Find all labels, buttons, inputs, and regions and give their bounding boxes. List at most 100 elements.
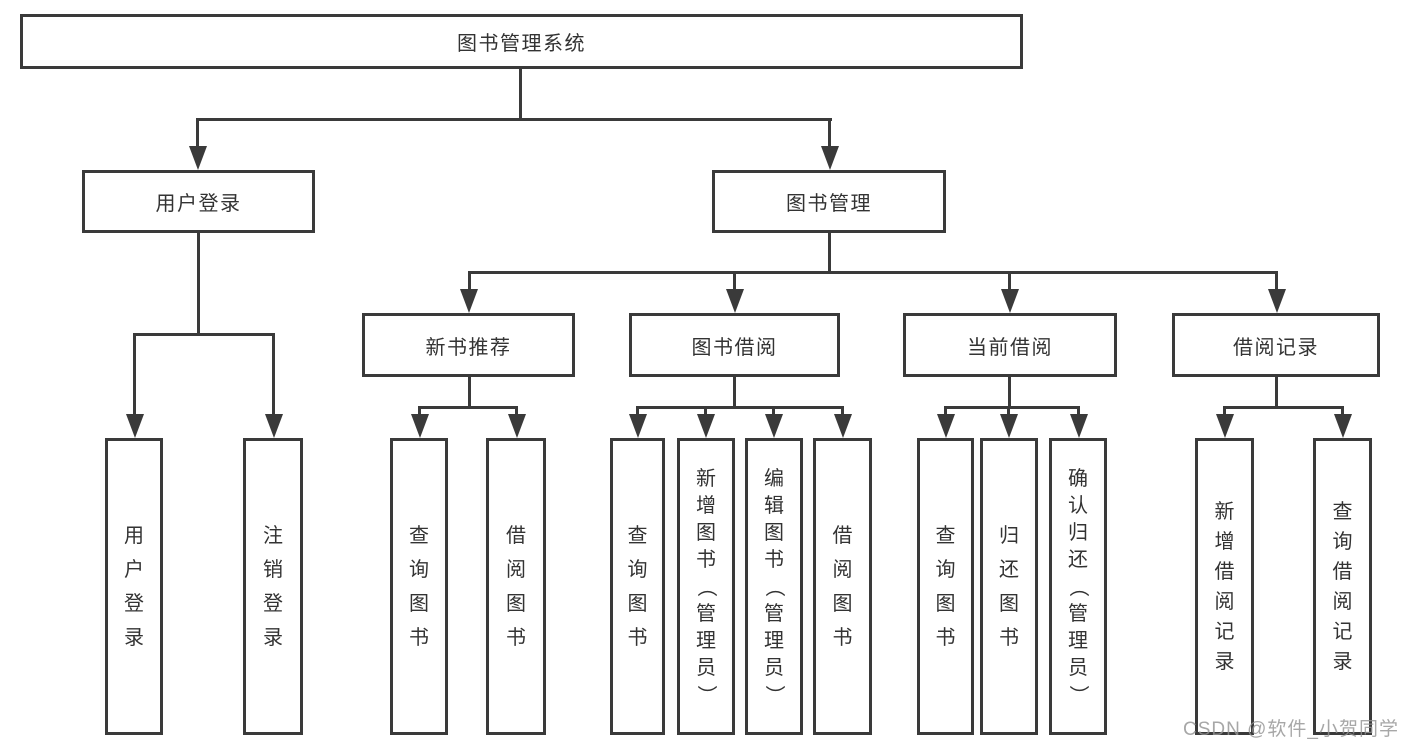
leaf-bb-add-books: 新增图书（管理员） [677, 438, 735, 735]
leaf-char: 还 [999, 558, 1019, 581]
arrow-down-icon [765, 414, 783, 438]
node-new-book-recommend-label: 新书推荐 [425, 336, 512, 359]
leaf-char: 书 [696, 548, 716, 571]
leaf-nb-query-books: 查询图书 [390, 438, 448, 735]
connector-line [468, 271, 471, 291]
leaf-br-add-record: 新增借阅记录 [1195, 438, 1254, 735]
connector-line [418, 406, 518, 409]
connector-line [733, 271, 736, 291]
leaf-char: 书 [764, 548, 784, 571]
leaf-char: 查 [935, 524, 956, 547]
leaf-char: 新 [1214, 500, 1235, 523]
leaf-char: ） [695, 684, 717, 705]
connector-line [1223, 406, 1344, 409]
connector-line [841, 406, 844, 416]
connector-line [418, 406, 421, 416]
leaf-char: 图 [696, 521, 716, 544]
leaf-char: 书 [935, 626, 956, 649]
leaf-char: 确 [1068, 467, 1088, 490]
leaf-char: 借 [832, 524, 853, 547]
leaf-char: 管 [764, 602, 784, 625]
arrow-down-icon [411, 414, 429, 438]
node-current-borrowing: 当前借阅 [903, 313, 1117, 377]
arrow-down-icon [821, 146, 839, 170]
leaf-cb-return-books: 归还图书 [980, 438, 1038, 735]
node-current-borrowing-label: 当前借阅 [967, 336, 1053, 359]
connector-line [828, 233, 831, 271]
connector-line [636, 406, 639, 416]
leaf-char: 还 [1068, 548, 1088, 571]
node-user-login: 用户登录 [82, 170, 315, 233]
leaf-char: 阅 [832, 558, 853, 581]
leaf-bb-query-books: 查询图书 [610, 438, 665, 735]
leaf-char: （ [763, 576, 785, 597]
leaf-char: 员 [696, 656, 716, 679]
node-root: 图书管理系统 [20, 14, 1023, 69]
node-book-borrowing: 图书借阅 [629, 313, 840, 377]
connector-line [272, 333, 275, 416]
leaf-char: 图 [832, 592, 853, 615]
node-book-borrowing-label: 图书借阅 [691, 336, 778, 359]
leaf-char: 理 [1068, 629, 1088, 652]
arrow-down-icon [697, 414, 715, 438]
arrow-down-icon [460, 289, 478, 313]
connector-line [828, 118, 831, 148]
leaf-bb-borrow-books: 借阅图书 [813, 438, 872, 735]
connector-line [468, 271, 1278, 274]
leaf-char: 阅 [1332, 590, 1353, 613]
connector-line [704, 406, 707, 416]
connector-line [519, 69, 522, 118]
arrow-down-icon [937, 414, 955, 438]
leaf-char: 书 [409, 626, 429, 649]
leaf-user-login-action: 用户登录 [105, 438, 163, 735]
leaf-char: 询 [409, 558, 429, 581]
leaf-char: 录 [263, 626, 283, 649]
leaf-char: 录 [124, 626, 144, 649]
leaf-char: 借 [1332, 560, 1353, 583]
arrow-down-icon [189, 146, 207, 170]
leaf-char: 记 [1214, 620, 1235, 643]
connector-line [1275, 377, 1278, 406]
arrow-down-icon [126, 414, 144, 438]
leaf-char: 增 [1214, 530, 1235, 553]
connector-line [515, 406, 518, 416]
leaf-char: 增 [696, 494, 716, 517]
connector-line [1341, 406, 1344, 416]
node-new-book-recommend: 新书推荐 [362, 313, 575, 377]
leaf-char: 员 [1068, 656, 1088, 679]
node-borrowing-records: 借阅记录 [1172, 313, 1380, 377]
leaf-char: 图 [999, 592, 1019, 615]
arrow-down-icon [834, 414, 852, 438]
connector-line [636, 406, 844, 409]
arrow-down-icon [629, 414, 647, 438]
leaf-char: ） [1067, 684, 1089, 705]
leaf-char: 辑 [764, 494, 784, 517]
leaf-char: 录 [1332, 650, 1353, 673]
node-root-label: 图书管理系统 [457, 33, 586, 55]
leaf-char: 管 [1068, 602, 1088, 625]
arrow-down-icon [1000, 414, 1018, 438]
leaf-char: 查 [1332, 500, 1353, 523]
leaf-cb-query-books: 查询图书 [917, 438, 974, 735]
leaf-char: 记 [1332, 620, 1353, 643]
leaf-char: 录 [1214, 650, 1235, 673]
leaf-char: 查 [627, 524, 648, 547]
leaf-char: 查 [409, 524, 429, 547]
leaf-cb-confirm-return: 确认归还（管理员） [1049, 438, 1107, 735]
connector-line [944, 406, 1080, 409]
connector-line [1077, 406, 1080, 416]
connector-line [1008, 271, 1011, 291]
arrow-down-icon [1216, 414, 1234, 438]
arrow-down-icon [1070, 414, 1088, 438]
leaf-char: 图 [506, 592, 526, 615]
connector-line [733, 377, 736, 406]
connector-line [1275, 271, 1278, 291]
leaf-char: （ [1067, 576, 1089, 597]
leaf-char: 询 [1332, 530, 1353, 553]
connector-line [468, 377, 471, 406]
connector-line [196, 118, 199, 148]
leaf-char: 借 [1214, 560, 1235, 583]
leaf-char: 理 [764, 629, 784, 652]
leaf-char: 注 [263, 524, 283, 547]
